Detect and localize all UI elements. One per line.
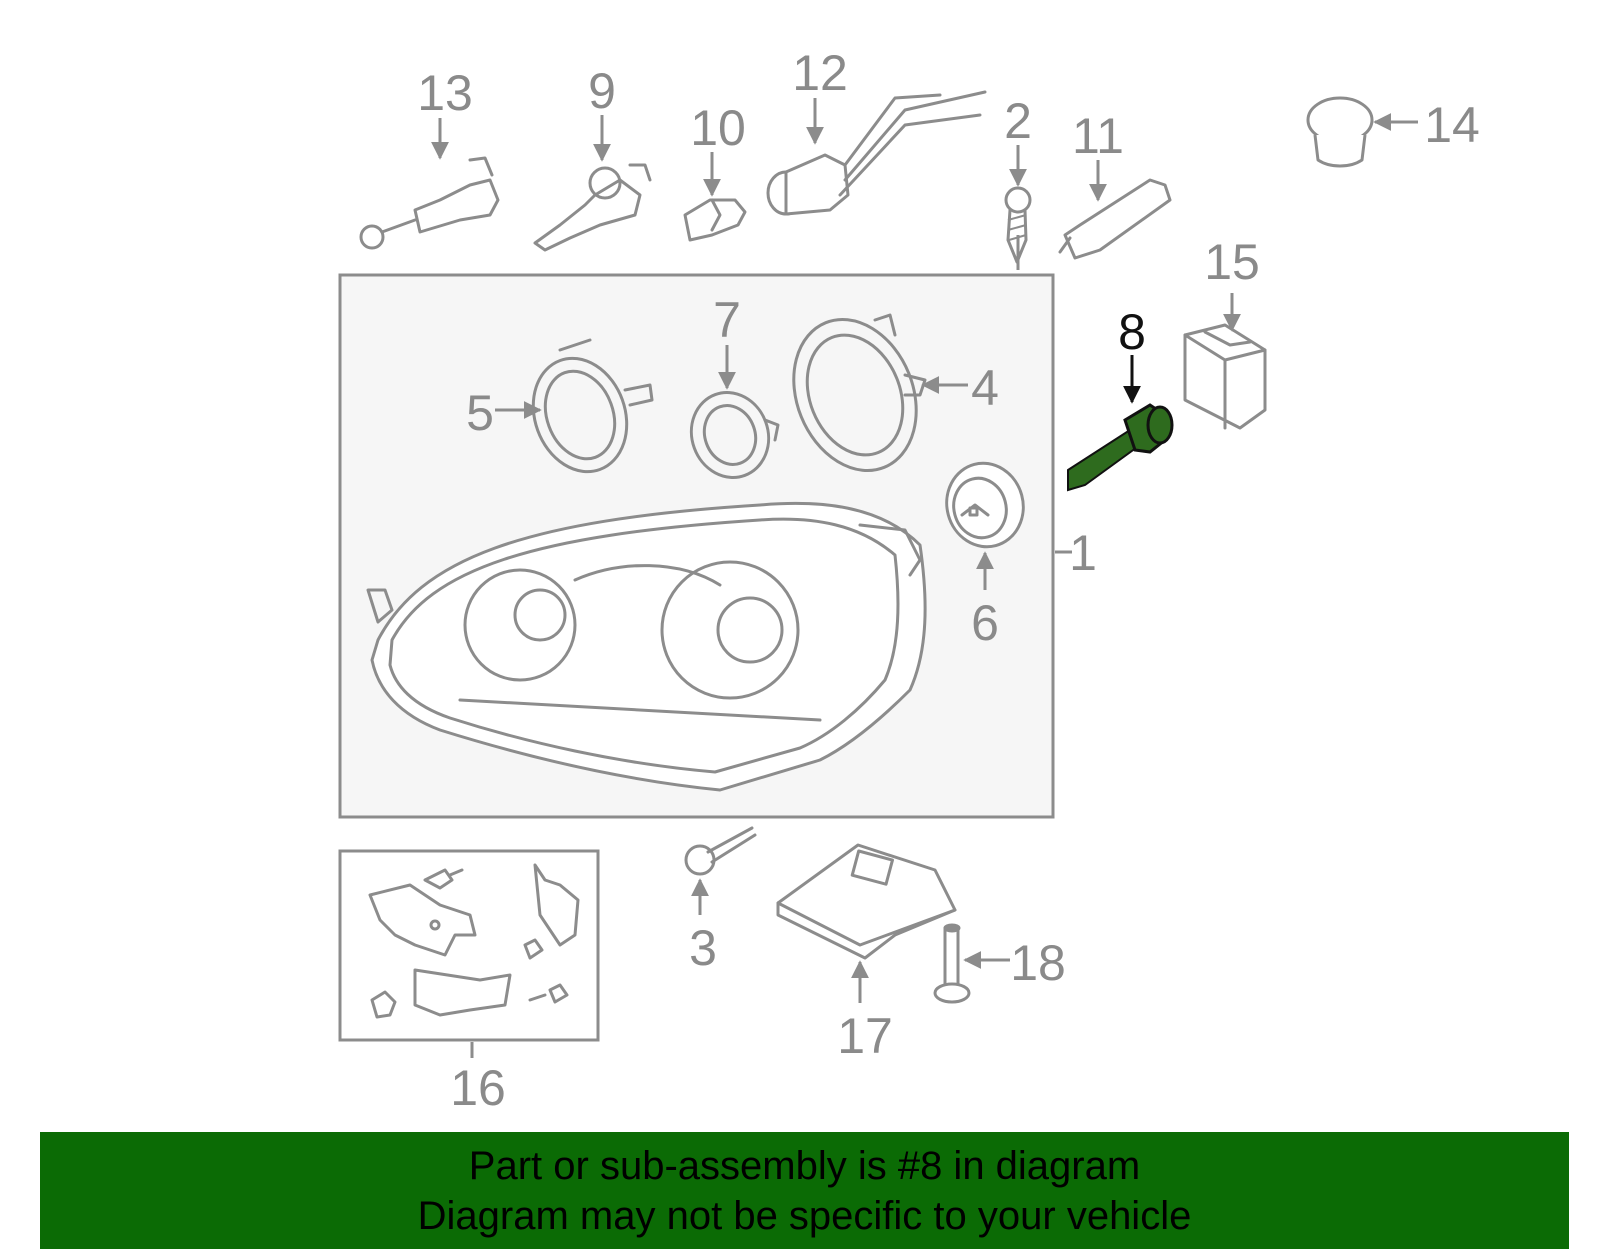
part-14-cap: [1306, 96, 1374, 168]
part-6-cap: [945, 461, 1025, 549]
callout-9: 9: [588, 63, 616, 119]
headlamp-housing: [366, 501, 927, 792]
part-8-bulb-highlighted: [1067, 403, 1174, 492]
banner-line-2: Diagram may not be specific to your vehi…: [417, 1193, 1192, 1238]
banner-line-1: Part or sub-assembly is #8 in diagram: [468, 1143, 1141, 1188]
part-10-bulb: [683, 198, 747, 242]
callout-14: 14: [1424, 97, 1480, 153]
callout-10: 10: [690, 100, 746, 156]
callout-17: 17: [837, 1008, 893, 1064]
callout-16: 16: [450, 1060, 506, 1116]
part-18-bolt: [933, 923, 971, 1004]
part-13-bulb: [359, 156, 500, 250]
callout-7: 7: [713, 292, 741, 348]
part-3-screw: [684, 826, 757, 876]
callout-15: 15: [1204, 234, 1260, 290]
callout-12: 12: [792, 45, 848, 101]
leader-lines: [431, 98, 1418, 1058]
callout-3: 3: [689, 920, 717, 976]
part-15-module: [1183, 323, 1267, 430]
part-7-ring: [689, 391, 780, 479]
info-banner: Part or sub-assembly is #8 in diagram Di…: [40, 1132, 1569, 1249]
callout-11: 11: [1072, 108, 1124, 164]
callout-18: 18: [1010, 935, 1066, 991]
callout-6: 6: [971, 595, 999, 651]
callout-5: 5: [466, 385, 494, 441]
callout-13: 13: [417, 65, 473, 121]
part-5-ring: [531, 338, 654, 474]
part-9-bulb: [533, 163, 652, 252]
callout-8: 8: [1118, 304, 1146, 360]
part-12-socket-harness: [766, 90, 987, 216]
part-17-control-unit: [776, 843, 957, 960]
part-16-brackets: [368, 863, 580, 1019]
callout-2: 2: [1004, 93, 1032, 149]
callout-4: 4: [971, 360, 999, 416]
callout-1: 1: [1069, 525, 1097, 581]
part-11-bulb: [1058, 178, 1172, 260]
